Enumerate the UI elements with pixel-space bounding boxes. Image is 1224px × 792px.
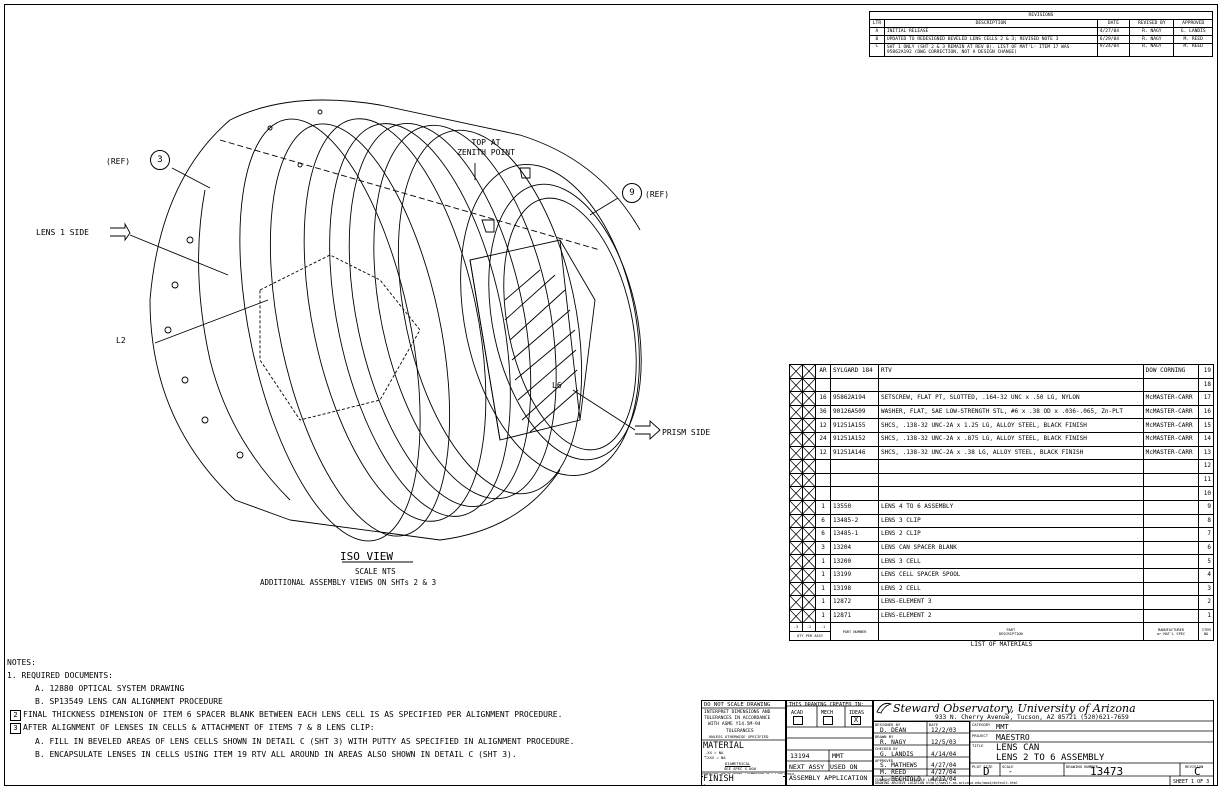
general-notes: NOTES: 1. REQUIRED DOCUMENTS: A. 12880 O… xyxy=(7,656,574,761)
revisions-table: REVISIONS LTR DESCRIPTION DATE REVISED B… xyxy=(869,11,1213,57)
bom-qty: 1 xyxy=(815,567,831,583)
observatory-logo-icon xyxy=(876,702,892,714)
notes-heading: NOTES: xyxy=(7,658,36,667)
approved-1-date: 4/27/04 xyxy=(931,762,957,769)
bom-cross-cell xyxy=(802,445,816,461)
bom-cross-cell xyxy=(802,391,816,406)
table-row: 18 xyxy=(789,377,1214,393)
top-label-2: ZENITH POINT xyxy=(457,148,515,157)
finish-value: - xyxy=(703,782,707,788)
checked-by: G. LANDIS xyxy=(880,751,914,758)
drawn-by: R. NAGY xyxy=(880,739,907,746)
acad-checkbox xyxy=(793,716,803,725)
ref-3-bubble: 3 xyxy=(150,150,170,170)
ref-9-label: (REF) xyxy=(645,190,670,199)
drawing-sheet xyxy=(4,4,1218,786)
prism-side-label: PRISM SIDE xyxy=(662,428,711,437)
revision-letter: C xyxy=(1194,765,1201,778)
bom-cross-cell xyxy=(802,567,816,583)
bom-cross-cell xyxy=(802,581,816,597)
bom-item-number: 9 xyxy=(1198,499,1214,515)
organization-name: Steward Observatory, University of Arizo… xyxy=(893,702,1136,715)
plot-size: D xyxy=(983,765,990,778)
bom-item-number: 19 xyxy=(1198,364,1214,379)
archive-location: DRAWING ARCHIVE LOCATION http://mavir.as… xyxy=(875,781,1018,785)
drawing-title-2: LENS 2 TO 6 ASSEMBLY xyxy=(996,753,1105,763)
ref-3-label: (REF) xyxy=(106,157,131,166)
approved-2-date: 4/27/04 xyxy=(931,769,957,776)
note-3a: A. FILL IN BEVELED AREAS OF LENS CELLS S… xyxy=(35,736,575,746)
bom-cross-cell xyxy=(802,608,816,624)
l2-label: L2 xyxy=(116,336,126,345)
bom-cross-cell xyxy=(802,499,816,515)
do-not-scale: DO NOT SCALE DRAWING xyxy=(704,702,771,708)
project-value: MAESTRO xyxy=(996,733,1030,742)
bom-item-number: 1 xyxy=(1198,608,1214,624)
designed-date: 12/2/03 xyxy=(931,727,957,734)
checked-date: 4/14/04 xyxy=(931,751,957,758)
bom-title: LIST OF MATERIALS xyxy=(970,641,1033,649)
approved-1: S. MATHEWS xyxy=(880,762,918,769)
rev-row: C SHT 1 ONLY (SHT 2 & 3 REMAIN AT REV B)… xyxy=(869,43,1213,57)
ideas-checkbox: X xyxy=(851,716,861,725)
approved-3: J. BECHTOLD xyxy=(880,776,921,783)
bom-item-number: 10 xyxy=(1198,486,1214,501)
drawing-number: 13473 xyxy=(1090,765,1124,778)
drawing-title-1: LENS CAN xyxy=(996,743,1040,753)
bom-cross-cell xyxy=(802,459,816,474)
drawn-date: 12/5/03 xyxy=(931,739,957,746)
approved-2: M. REED xyxy=(880,769,907,776)
bom-qty: 3 xyxy=(815,540,831,556)
designed-by: D. DEAN xyxy=(880,727,907,734)
iso-view-title: ISO VIEW xyxy=(340,550,393,563)
note-1b: B. SP13549 LENS CAN ALIGNMENT PROCEDURE xyxy=(35,697,223,707)
top-label-1: TOP AT xyxy=(471,138,501,147)
l6-label: L6 xyxy=(552,381,562,390)
bom-qty: 1 xyxy=(815,608,831,624)
bom-qty: 6 xyxy=(815,527,831,542)
bom-item-number: 14 xyxy=(1198,431,1214,447)
iso-scale: SCALE NTS xyxy=(355,567,396,576)
sheet-number: SHEET 1 OF 3 xyxy=(1173,779,1210,785)
bom-qty: 1 xyxy=(815,554,831,569)
material-value: - xyxy=(703,752,708,761)
ref-9-bubble: 9 xyxy=(622,183,642,203)
mech-checkbox xyxy=(823,716,833,725)
bom-qty-per-assy: QTY PER ASSY xyxy=(789,631,831,642)
bom-cross-cell xyxy=(802,486,816,501)
material-label: MATERIAL xyxy=(703,741,783,751)
note-1: 1. REQUIRED DOCUMENTS: xyxy=(7,671,113,681)
note-3b: B. ENCAPSULATE LENSES IN CELLS USING ITE… xyxy=(35,749,517,759)
scale-value: - xyxy=(1008,767,1013,776)
bom-qty: 1 xyxy=(815,595,831,610)
lens1-side-label: LENS 1 SIDE xyxy=(36,228,89,237)
bom-qty: AR xyxy=(815,364,831,379)
bom-cross-cell xyxy=(789,445,803,461)
iso-additional-views: ADDITIONAL ASSEMBLY VIEWS ON SHTs 2 & 3 xyxy=(260,578,437,587)
bom-cross-cell xyxy=(802,377,816,393)
bom-cross-cell xyxy=(789,431,803,447)
organization-address: 933 N. Cherry Avenue, Tucson, AZ 85721 (… xyxy=(935,714,1129,721)
table-row: 10 xyxy=(789,486,1214,501)
finish-label: FINISH xyxy=(703,774,783,784)
note-1a: A. 12880 OPTICAL SYSTEM DRAWING xyxy=(35,684,185,694)
approved-3-date: 4/27/04 xyxy=(931,776,957,783)
category-value: MMT xyxy=(996,723,1009,731)
